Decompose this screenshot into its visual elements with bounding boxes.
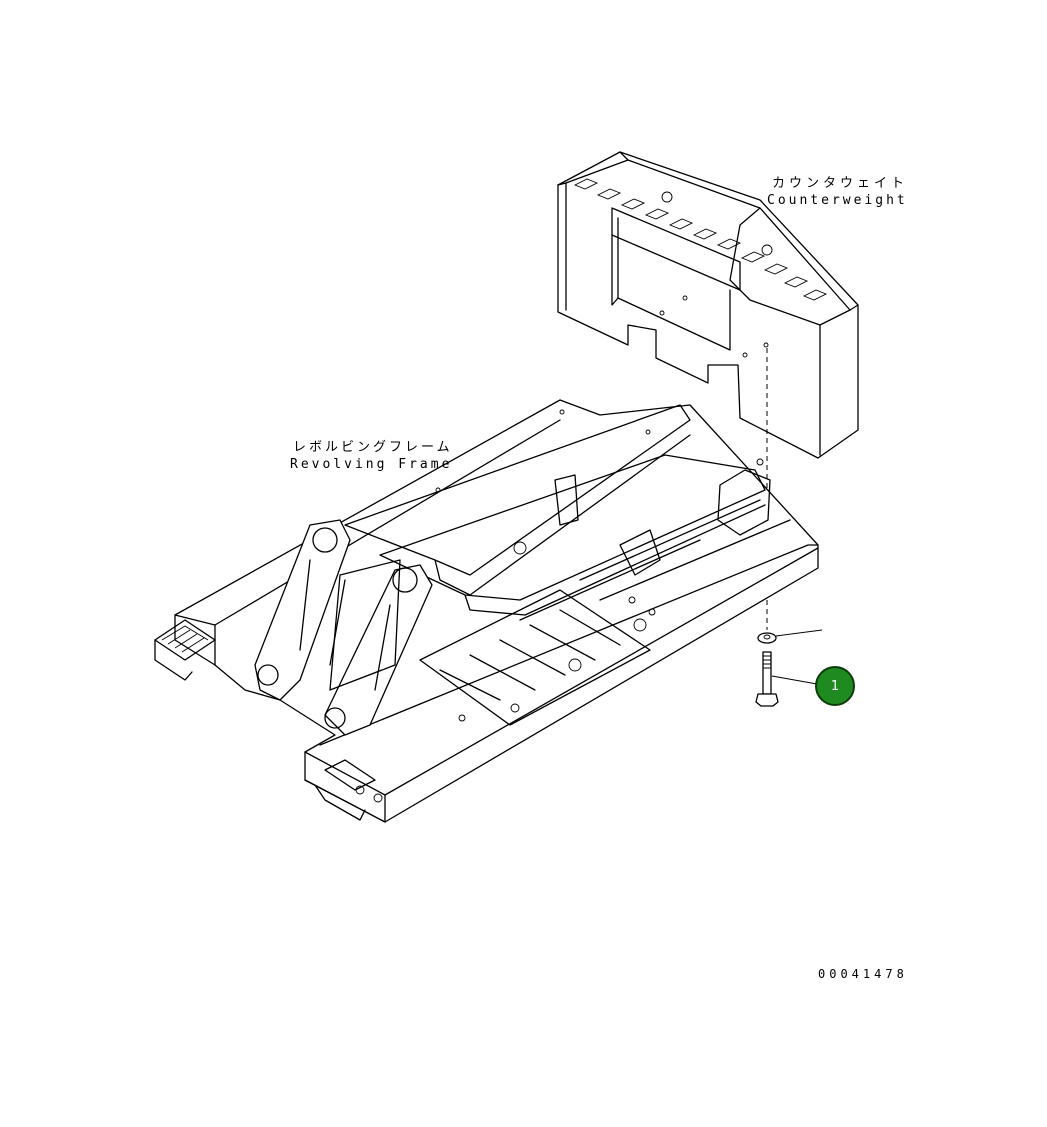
washer-drawing (757, 629, 823, 644)
counterweight-drawing (557, 151, 859, 459)
counterweight-label-en: Counterweight (767, 193, 908, 208)
revolving-frame-drawing (154, 399, 819, 823)
counterweight-label-jp: カウンタウェイト (772, 176, 909, 191)
revolving-frame-label-jp: レボルビングフレーム (293, 440, 453, 455)
bolt-drawing (755, 651, 818, 707)
part-callout-1[interactable]: 1 (815, 666, 855, 706)
revolving-frame-label-en: Revolving Frame (290, 457, 453, 472)
drawing-number: 00041478 (818, 967, 908, 981)
